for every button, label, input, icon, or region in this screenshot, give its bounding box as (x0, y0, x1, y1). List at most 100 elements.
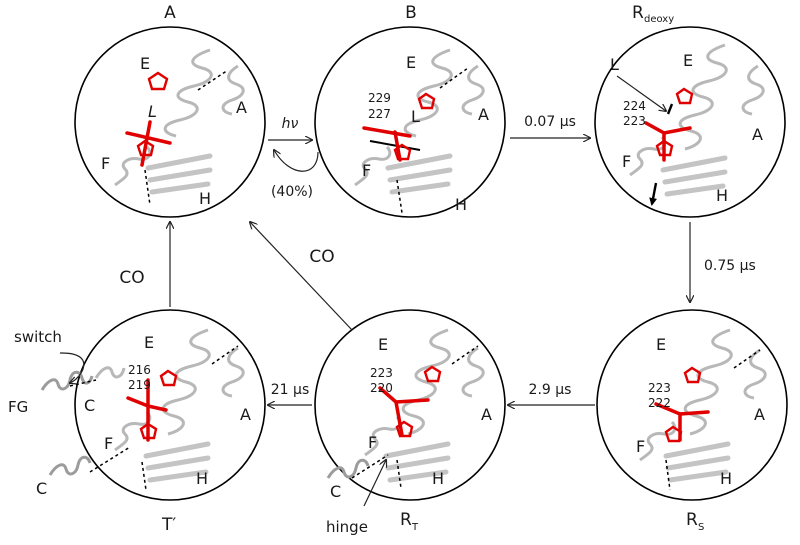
helix-e-coil (678, 43, 728, 151)
rate-label: 2.9 μs (529, 382, 572, 398)
helix-label: H (196, 469, 208, 488)
helix-label: H (199, 189, 211, 208)
dash-link (141, 461, 147, 491)
histidine-ring-icon (136, 139, 155, 157)
helix-e-coil (403, 48, 453, 138)
ligand-ring-icon (675, 87, 694, 105)
heme-bar (662, 126, 692, 135)
helix-label: H (716, 186, 728, 205)
helix-label: C (36, 479, 47, 498)
ligand-site-ring-icon (423, 365, 442, 383)
residue-number: 219 (128, 378, 151, 392)
dash-link (665, 459, 671, 491)
geminate-label: (40%) (271, 184, 313, 200)
state-r-deoxy-subscript: deoxy (644, 14, 674, 25)
switch-pointer-arrow (59, 352, 85, 383)
state-b: B 229 227 E A F H L (314, 3, 506, 218)
heme-bar (644, 121, 666, 135)
helix-label: C (84, 396, 95, 415)
heme-bar (126, 396, 150, 408)
ligand-pointer-arrow (616, 75, 666, 111)
arrow-rt-to-a (250, 222, 353, 331)
ligand-label: L (610, 55, 619, 74)
state-r-deoxy-circle (594, 26, 786, 218)
state-a: A E A F H L (74, 3, 266, 218)
helix-label: F (101, 154, 110, 173)
residue-number: 223 (370, 366, 393, 380)
dash-link (89, 446, 131, 473)
histidine-ring-icon (139, 422, 158, 440)
helix-a-coil (221, 64, 245, 116)
state-b-label: B (405, 3, 417, 23)
rate-label: 21 μs (271, 382, 309, 398)
ligand-site-ring-icon (159, 369, 178, 387)
ligand-ring-icon (417, 92, 436, 110)
helix-e-coil (161, 328, 211, 436)
helix-label: H (720, 469, 732, 488)
transition-rt-tprime: 21 μs (268, 382, 312, 405)
helix-e-coil (401, 328, 451, 436)
dash-link (211, 345, 239, 365)
dash-link (197, 69, 229, 91)
residue-number: 222 (648, 396, 671, 410)
helix-a-coil (743, 348, 767, 400)
heme-bar (394, 398, 430, 404)
hinge-label: hinge (326, 518, 368, 536)
photolysis-label: hν (282, 116, 299, 132)
state-a-label: A (164, 3, 176, 23)
helix-e-coil (163, 48, 213, 138)
helix-a-coil (741, 64, 765, 116)
histidine-ring-icon (395, 420, 414, 438)
helix-a-coil (461, 64, 485, 116)
sheet-h (145, 153, 213, 195)
residue-number: 227 (368, 107, 391, 121)
sheet-h (660, 155, 728, 197)
heme-bar (378, 386, 398, 404)
transition-rdeoxy-rs: 0.75 μs (690, 222, 756, 302)
dash-link (451, 345, 479, 365)
bond-mark (666, 103, 674, 115)
photolysis-bar (369, 140, 421, 151)
helix-label: A (481, 405, 492, 424)
residue-number: 229 (368, 91, 391, 105)
helix-label: E (683, 51, 693, 70)
state-r-t-subscript: T (411, 522, 419, 533)
helix-label: H (432, 469, 444, 488)
state-r-deoxy: R deoxy 224 223 L E A F H (594, 3, 786, 218)
helix-label: E (378, 335, 388, 354)
helix-c-coil (48, 455, 92, 476)
state-r-s-subscript: S (698, 522, 704, 533)
dash-link (396, 459, 402, 489)
helix-c-coil (94, 366, 126, 379)
helix-label: A (236, 98, 247, 117)
helix-label: A (240, 405, 251, 424)
residue-number: 223 (648, 381, 671, 395)
hinge-pointer-arrow (363, 460, 386, 507)
dash-link (351, 454, 389, 479)
state-r-t-label: R (400, 510, 412, 530)
helix-label: A (752, 125, 763, 144)
helix-a-coil (461, 346, 485, 398)
helix-label: H (455, 195, 467, 214)
helix-label: E (144, 333, 154, 352)
arrow-b-to-a (274, 150, 319, 172)
heme-bar (678, 410, 710, 416)
helix-label: E (140, 54, 150, 73)
helix-label: F (636, 437, 645, 456)
helix-label: F (362, 161, 371, 180)
helix-label: C (330, 482, 341, 501)
state-r-deoxy-label: R (632, 3, 644, 23)
heme-bar (362, 126, 412, 138)
fg-label: FG (8, 398, 28, 416)
transition-b-rdeoxy: 0.07 μs (510, 114, 590, 138)
state-t-prime-circle (74, 309, 266, 501)
helix-label: F (104, 434, 113, 453)
state-r-s-circle (596, 309, 788, 501)
ligand-site-ring-icon (683, 366, 702, 384)
residue-number: 216 (128, 363, 151, 377)
histidine-ring-icon (393, 143, 412, 161)
helix-label: A (478, 105, 489, 124)
co-label: CO (309, 247, 334, 267)
histidine-ring-icon (664, 425, 683, 443)
